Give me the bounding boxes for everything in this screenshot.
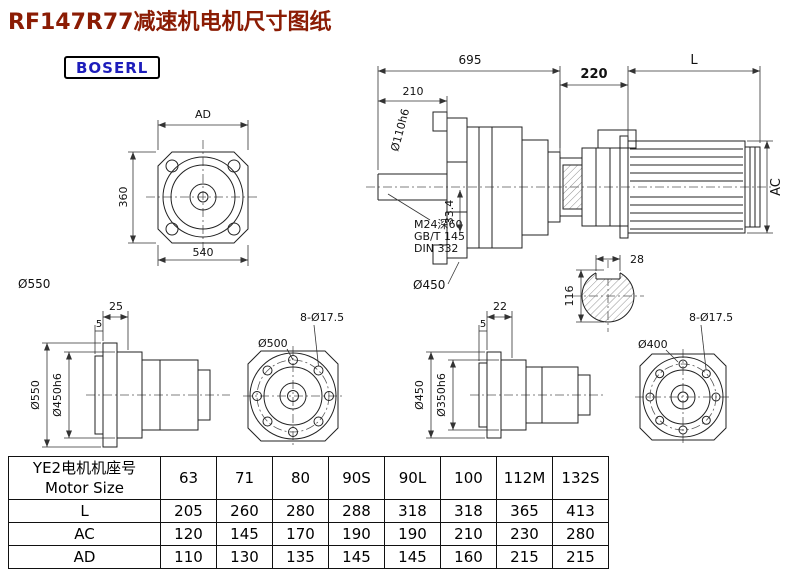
shaft-section-view: 28 116 (563, 253, 644, 332)
row-label-ad: AD (8, 545, 161, 569)
dia-550-label: Ø550 (18, 277, 50, 291)
motor-size-80: 80 (272, 456, 329, 500)
table-cell: 110 (160, 545, 217, 569)
motor-view: 220 L AC (559, 53, 784, 239)
table-cell: 318 (384, 499, 441, 523)
reducer-side-view: 695 210 Ø110h6 M24深60 GB/T 145 DIN 332 3… (366, 53, 772, 292)
dim-116-label: 116 (563, 286, 576, 307)
dim-210-label: 210 (403, 85, 424, 98)
note-gbt-label: GB/T 145 (414, 230, 465, 243)
table-cell: 190 (384, 522, 441, 546)
holes-1-label: 8-Ø17.5 (300, 311, 344, 324)
table-row-l: L 205 260 280 288 318 318 365 413 (8, 499, 609, 523)
motor-size-132s: 132S (552, 456, 609, 500)
table-cell: 260 (216, 499, 273, 523)
output-side-view-1: 25 5 Ø550 Ø450h6 (29, 300, 230, 448)
table-cell: 288 (328, 499, 385, 523)
front-view: AD 360 540 Ø550 (18, 108, 260, 291)
motor-size-71: 71 (216, 456, 273, 500)
table-cell: 170 (272, 522, 329, 546)
table-cell: 145 (328, 545, 385, 569)
note-din-label: DIN 332 (414, 242, 458, 255)
table-cell: 145 (216, 522, 273, 546)
output-side-view-2: 22 5 Ø450 Ø350h6 (413, 300, 606, 439)
dim-28-label: 28 (630, 253, 644, 266)
dia-450h6-label: Ø450h6 (51, 373, 64, 417)
dia-500-label: Ø500 (258, 337, 288, 350)
dim-25-label: 25 (109, 300, 123, 313)
holes-2-label: 8-Ø17.5 (689, 311, 733, 324)
table-cell: 210 (440, 522, 497, 546)
table-cell: 205 (160, 499, 217, 523)
motor-size-63: 63 (160, 456, 217, 500)
dim-220-label: 220 (580, 67, 607, 82)
table-cell: 413 (552, 499, 609, 523)
flange-face-view-1: Ø500 8-Ø17.5 (243, 311, 344, 446)
dim-l-label: L (690, 53, 698, 68)
dia-350h6-label: Ø350h6 (435, 373, 448, 417)
motor-size-table: YE2电机机座号 Motor Size 63 71 80 90S 90L 100… (8, 456, 609, 569)
dia-450-label: Ø450 (413, 278, 445, 292)
note-m24-label: M24深60 (414, 218, 463, 231)
page-title: RF147R77减速机电机尺寸图纸 (8, 10, 332, 35)
row-label-l: L (8, 499, 161, 523)
flange-face-view-2: Ø400 8-Ø17.5 (635, 311, 733, 445)
dim-ad-label: AD (195, 108, 211, 121)
dim-5b-label: 5 (480, 319, 486, 330)
dia-400-label: Ø400 (638, 338, 668, 351)
dim-695-label: 695 (459, 53, 482, 67)
table-cell: 145 (384, 545, 441, 569)
header-en: Motor Size (45, 479, 124, 497)
dim-360-label: 360 (117, 187, 130, 208)
dim-ac-label: AC (769, 178, 784, 196)
table-cell: 130 (216, 545, 273, 569)
dim-22-label: 22 (493, 300, 507, 313)
row-label-ac: AC (8, 522, 161, 546)
table-cell: 318 (440, 499, 497, 523)
dim-5-label: 5 (96, 319, 102, 330)
table-cell: 230 (496, 522, 553, 546)
table-cell: 190 (328, 522, 385, 546)
table-cell: 135 (272, 545, 329, 569)
dim-334-label: 33.4 (443, 200, 456, 225)
motor-size-90s: 90S (328, 456, 385, 500)
table-header-row: YE2电机机座号 Motor Size 63 71 80 90S 90L 100… (8, 456, 609, 500)
table-header-motor-size: YE2电机机座号 Motor Size (8, 456, 161, 500)
dia-550-flange-label: Ø550 (29, 380, 42, 410)
table-cell: 215 (496, 545, 553, 569)
table-cell: 120 (160, 522, 217, 546)
technical-drawing: AD 360 540 Ø550 (18, 53, 784, 448)
header-cn: YE2电机机座号 (32, 459, 137, 477)
dia-450-flange-label: Ø450 (413, 380, 426, 410)
table-row-ad: AD 110 130 135 145 145 160 215 215 (8, 545, 609, 569)
table-cell: 365 (496, 499, 553, 523)
table-cell: 160 (440, 545, 497, 569)
motor-size-90l: 90L (384, 456, 441, 500)
table-cell: 215 (552, 545, 609, 569)
dim-540-label: 540 (193, 246, 214, 259)
motor-size-100: 100 (440, 456, 497, 500)
motor-size-112m: 112M (496, 456, 553, 500)
boserl-logo: BOSERL (64, 56, 161, 79)
table-cell: 280 (552, 522, 609, 546)
dim-shaft-dia-label: Ø110h6 (388, 107, 412, 153)
table-row-ac: AC 120 145 170 190 190 210 230 280 (8, 522, 609, 546)
table-cell: 280 (272, 499, 329, 523)
